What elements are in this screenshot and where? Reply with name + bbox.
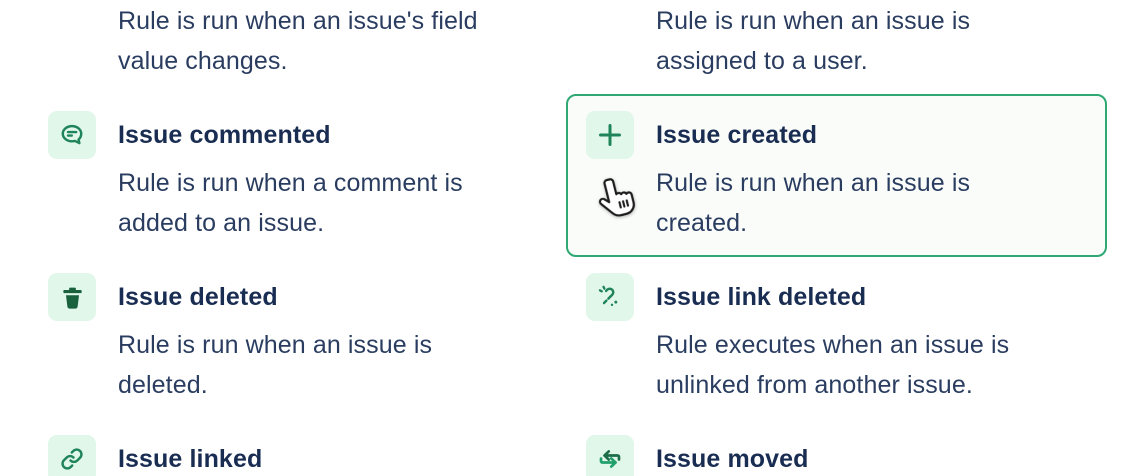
trigger-description: Rule is run when an issue is deleted. [118,325,432,405]
trigger-description-line: value changes. [118,47,288,75]
trigger-title: Issue created [656,121,818,149]
trigger-description-line: added to an issue. [118,209,325,237]
trigger-description-line: created. [656,209,748,237]
link-icon [48,435,96,476]
trigger-card-issue-assigned[interactable]: Rule is run when an issue is assigned to… [566,0,1107,95]
trigger-card-field-value-changed[interactable]: Rule is run when an issue's field value … [28,0,569,95]
trigger-title: Issue link deleted [656,283,867,311]
trigger-description-line: unlinked from another issue. [656,371,973,399]
trigger-description: Rule is run when an issue's field value … [118,1,478,81]
trigger-description-line: Rule is run when an issue is [656,7,971,35]
trigger-description-line: Rule is run when an issue is [656,169,971,197]
trigger-title: Issue linked [118,445,263,473]
trigger-description-line: Rule is run when a comment is [118,169,463,197]
trigger-description-line: Rule is run when an issue's field [118,7,478,35]
trigger-card-issue-deleted[interactable]: Issue deleted Rule is run when an issue … [28,256,569,419]
trash-icon [48,273,96,321]
trigger-description-line: Rule is run when an issue is [118,331,433,359]
trigger-card-issue-commented[interactable]: Issue commented Rule is run when a comme… [28,94,569,257]
trigger-description-line: Rule executes when an issue is [656,331,1010,359]
trigger-card-issue-created[interactable]: Issue created Rule is run when an issue … [566,94,1107,257]
trigger-description: Rule is run when a comment is added to a… [118,163,463,243]
comment-icon [48,111,96,159]
trigger-description-line: assigned to a user. [656,47,868,75]
trigger-description: Rule is run when an issue is created. [656,163,970,243]
plus-icon [586,111,634,159]
trigger-title: Issue deleted [118,283,278,311]
trigger-card-issue-linked[interactable]: Issue linked [28,418,569,476]
trigger-card-issue-moved[interactable]: Issue moved [566,418,1107,476]
link-broken-icon [586,273,634,321]
trigger-title: Issue moved [656,445,809,473]
arrows-swap-icon [586,435,634,476]
trigger-description: Rule is run when an issue is assigned to… [656,1,970,81]
trigger-description-line: deleted. [118,371,208,399]
trigger-description: Rule executes when an issue is unlinked … [656,325,1009,405]
trigger-card-issue-link-deleted[interactable]: Issue link deleted Rule executes when an… [566,256,1107,419]
trigger-title: Issue commented [118,121,331,149]
